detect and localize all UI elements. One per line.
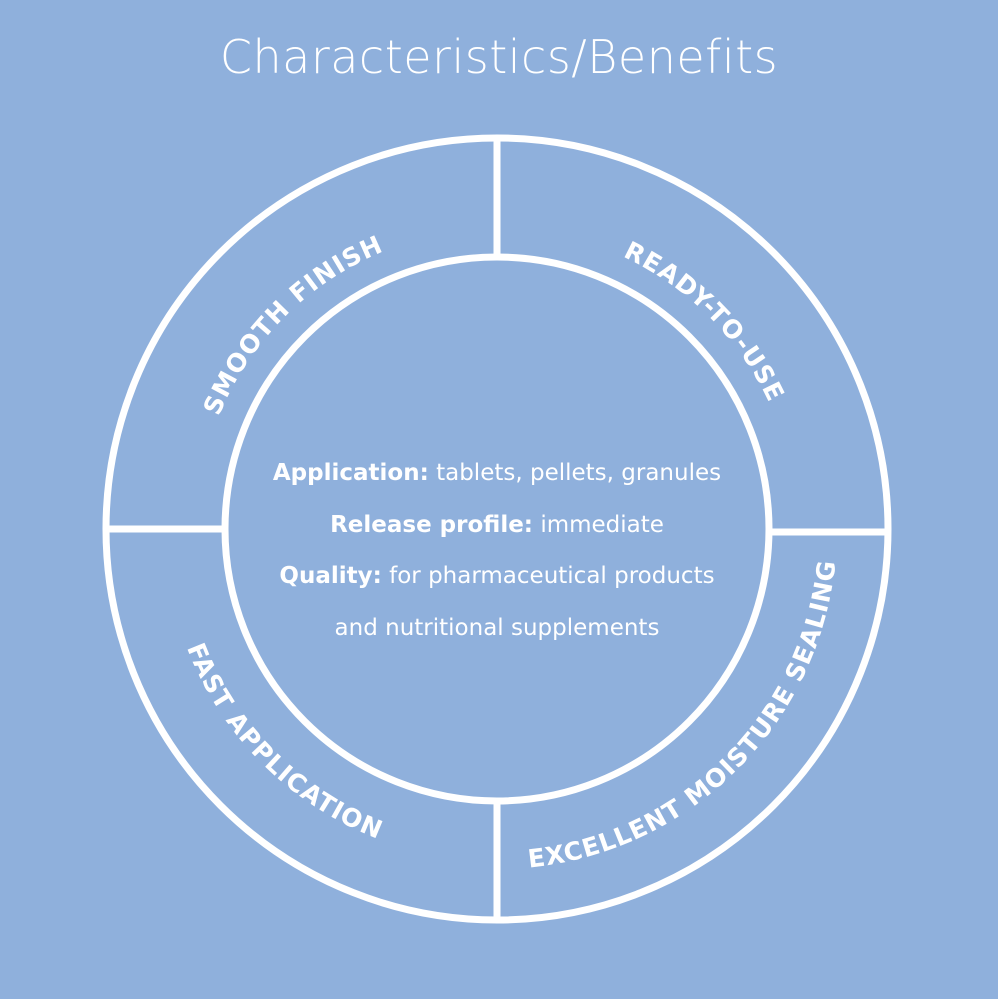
value: tablets, pellets, granules: [428, 460, 722, 486]
center-line-quality: Quality: for pharmaceutical products: [227, 551, 767, 603]
label: Release profile:: [330, 511, 534, 538]
label: Application:: [272, 460, 429, 486]
center-line-application: Application: tablets, pellets, granules: [227, 448, 767, 500]
center-line-quality-cont: and nutritional supplements: [227, 603, 767, 655]
segment-ready-to-use: READY-TO-USE: [620, 236, 790, 406]
center-description: Application: tablets, pellets, granules …: [227, 448, 767, 654]
label: Quality:: [279, 563, 382, 589]
segment-fast-application: FAST APPLICATION: [181, 639, 387, 845]
segment-smooth-finish: SMOOTH FINISH: [198, 230, 387, 419]
value: for pharmaceutical products: [381, 563, 715, 589]
value: immediate: [533, 511, 664, 538]
value: and nutritional supplements: [334, 614, 660, 641]
diagram-title: Characteristics/Benefits: [219, 30, 779, 84]
center-line-release-profile: Release profile: immediate: [227, 500, 767, 552]
